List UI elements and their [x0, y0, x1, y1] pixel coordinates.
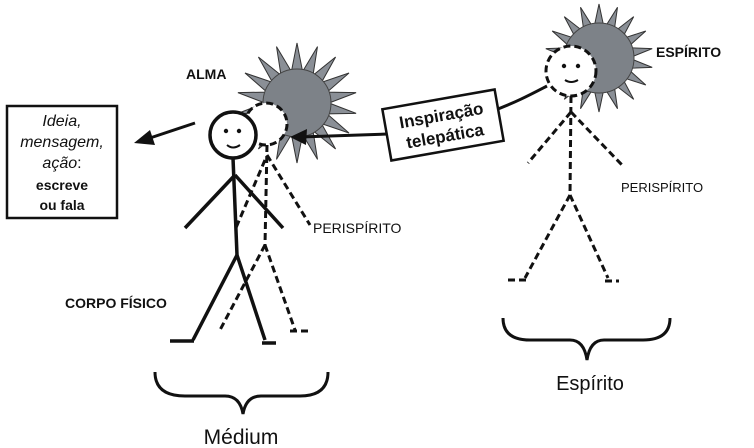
medium-leg-right — [237, 255, 265, 340]
idea-line-3-text: ação — [42, 155, 77, 172]
idea-line-5: ou fala — [39, 197, 84, 213]
spirit-eye-right — [576, 64, 580, 68]
medium-arm-right — [235, 175, 283, 228]
spirit-head — [546, 46, 596, 96]
idea-line-3-colon: : — [77, 155, 81, 172]
inspiration-box: Inspiração telepática — [382, 89, 503, 160]
medium-body — [233, 158, 237, 255]
label-medium: Médium — [204, 426, 279, 448]
medium-leg-left — [193, 255, 237, 340]
medium-eye-left — [224, 129, 228, 133]
label-perispirito-medium: PERISPÍRITO — [313, 220, 402, 236]
perispirit-leg-right — [265, 245, 295, 330]
idea-line-4: escreve — [36, 177, 88, 193]
medium-arm-left — [185, 175, 235, 228]
idea-line-1: Ideia, — [42, 113, 81, 130]
label-corpo-fisico: CORPO FÍSICO — [65, 295, 167, 311]
medium-eye-right — [237, 129, 241, 133]
spirit-leg-right — [570, 195, 608, 278]
perispirit-body — [265, 145, 267, 245]
label-espirito-top: ESPÍRITO — [656, 44, 721, 60]
spirit-arm-right — [571, 112, 622, 165]
spirit-body — [570, 96, 571, 195]
perispirit-arm-right — [267, 155, 310, 225]
output-arrow — [134, 123, 195, 145]
medium-brace — [155, 372, 328, 414]
spirit-eye-left — [562, 64, 566, 68]
idea-line-3: ação: — [42, 155, 81, 172]
label-espirito-bottom: Espírito — [556, 373, 624, 395]
medium-head — [210, 112, 256, 158]
label-alma: ALMA — [186, 66, 226, 82]
label-perispirito-spirit: PERISPÍRITO — [621, 180, 703, 195]
perispirit-arm-left — [235, 160, 265, 230]
spirit-leg-left — [525, 195, 570, 278]
idea-box: Ideia, mensagem, ação: escreve ou fala — [7, 106, 117, 218]
spirit-arm-left — [528, 112, 571, 163]
idea-line-2: mensagem, — [20, 134, 104, 151]
spirit-brace — [503, 318, 670, 360]
output-arrowhead — [134, 130, 155, 145]
